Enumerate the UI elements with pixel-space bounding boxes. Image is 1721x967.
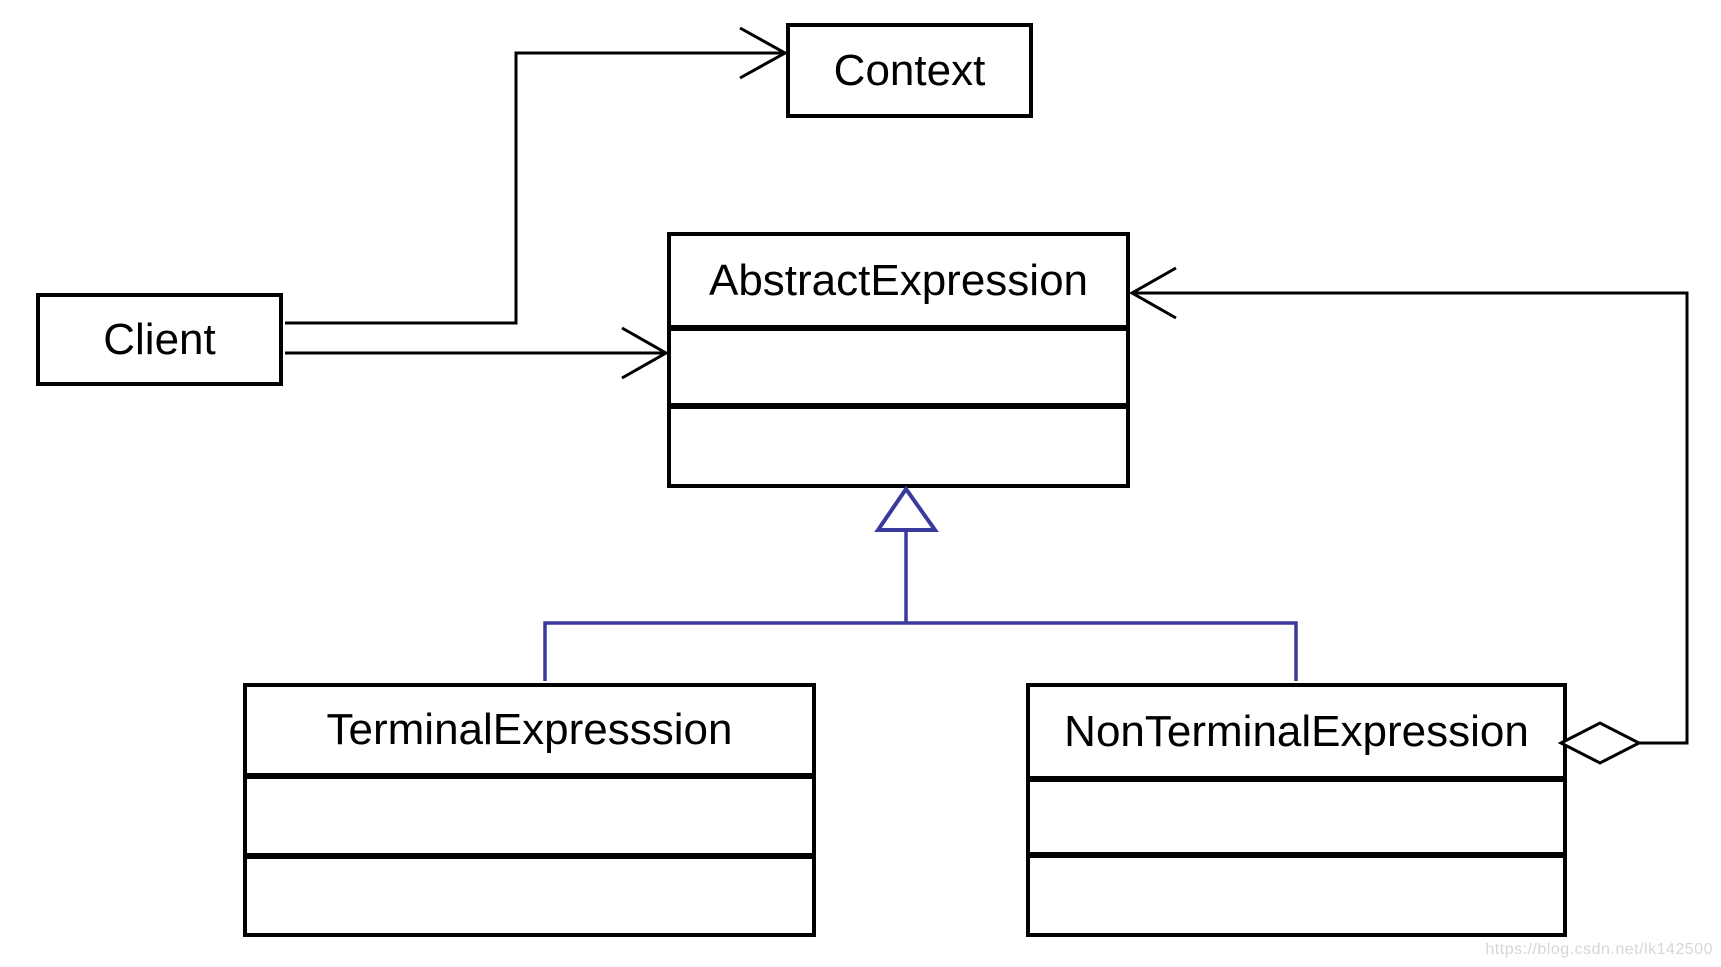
aggregation-open-arrowhead bbox=[1128, 266, 1177, 320]
inheritance-hollow-triangle bbox=[874, 485, 939, 532]
watermark-url: https://blog.csdn.net/lk142500 bbox=[1485, 941, 1713, 958]
class-name-context: Context bbox=[833, 45, 986, 95]
class-box-abstract-expression: AbstractExpression bbox=[667, 232, 1130, 488]
class-name-abstract-expression: AbstractExpression bbox=[708, 255, 1089, 305]
class-title-compartment: AbstractExpression bbox=[671, 236, 1126, 325]
class-name-client: Client bbox=[103, 314, 216, 364]
class-box-client: Client bbox=[36, 293, 283, 386]
operations-compartment bbox=[1030, 852, 1563, 933]
class-box-terminal-expression: TerminalExpresssion bbox=[243, 683, 816, 937]
class-title-compartment: TerminalExpresssion bbox=[247, 687, 812, 773]
class-box-context: Context bbox=[786, 23, 1033, 118]
class-title-compartment: NonTerminalExpression bbox=[1030, 687, 1563, 776]
class-name-non-terminal-expression: NonTerminalExpression bbox=[1064, 706, 1529, 756]
operations-compartment bbox=[671, 403, 1126, 484]
class-box-non-terminal-expression: NonTerminalExpression bbox=[1026, 683, 1567, 937]
aggregation-diamond bbox=[1557, 721, 1643, 765]
attributes-compartment bbox=[1030, 776, 1563, 852]
client-context-open-arrowhead bbox=[739, 26, 789, 80]
operations-compartment bbox=[247, 853, 812, 933]
inheritance-branch-line bbox=[543, 621, 1298, 681]
aggregation-line bbox=[1134, 291, 1689, 745]
class-name-terminal-expression: TerminalExpresssion bbox=[326, 705, 733, 754]
attributes-compartment bbox=[671, 325, 1126, 403]
client-abstract-open-arrowhead bbox=[621, 326, 670, 380]
attributes-compartment bbox=[247, 773, 812, 853]
